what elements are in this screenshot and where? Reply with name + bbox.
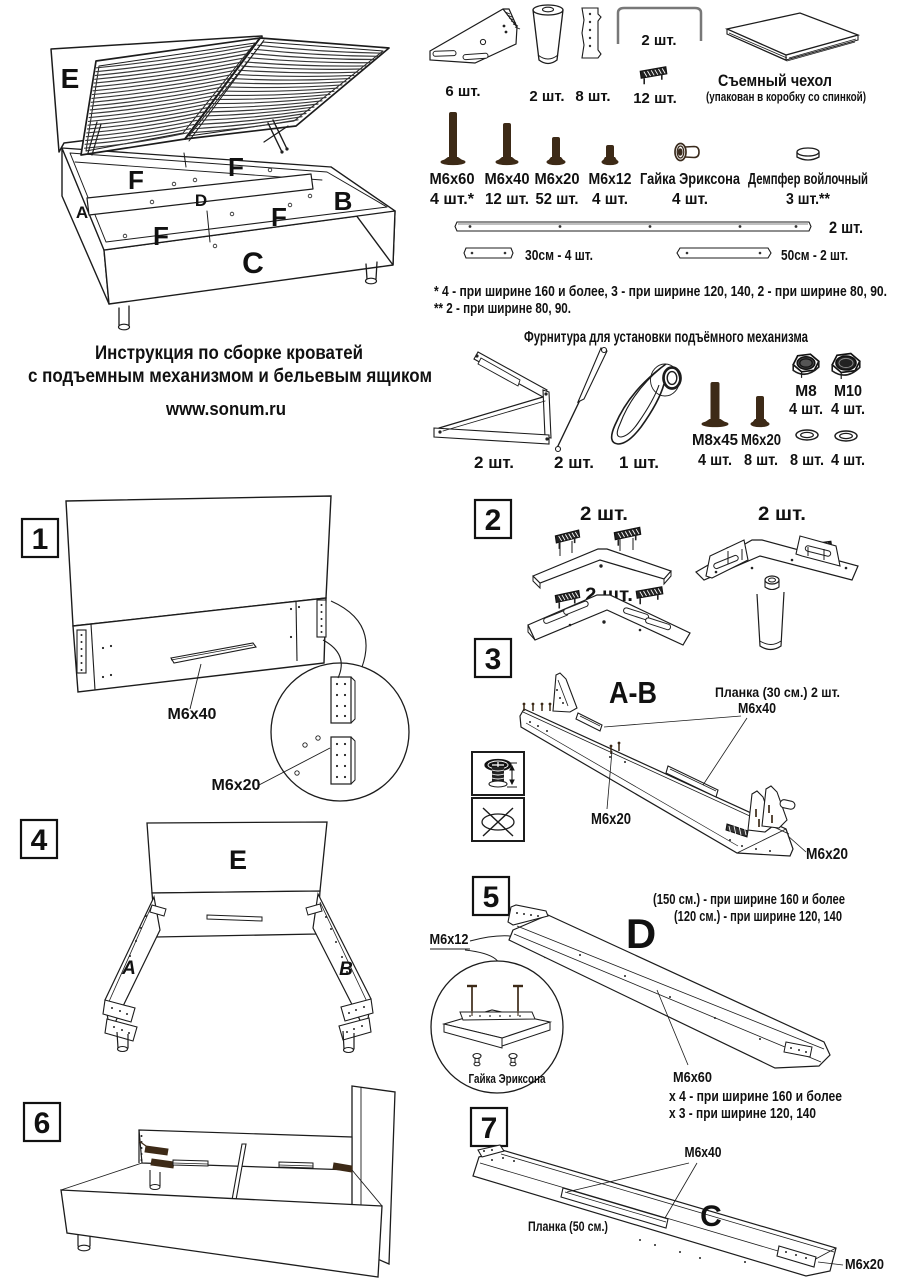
svg-text:F: F xyxy=(271,202,287,232)
svg-text:D: D xyxy=(626,910,656,957)
svg-text:B: B xyxy=(334,186,353,216)
svg-text:8 шт.: 8 шт. xyxy=(744,452,778,469)
svg-text:M6x60: M6x60 xyxy=(673,1069,712,1086)
svg-text:4 шт.: 4 шт. xyxy=(592,191,628,208)
svg-text:6 шт.: 6 шт. xyxy=(445,83,480,100)
svg-text:B: B xyxy=(339,959,353,980)
svg-text:М6х12: М6х12 xyxy=(589,171,632,188)
svg-text:4 шт.: 4 шт. xyxy=(698,452,732,469)
svg-text:M6x20: M6x20 xyxy=(741,432,781,449)
svg-text:М6х60: М6х60 xyxy=(430,171,475,188)
svg-text:4: 4 xyxy=(31,824,48,857)
svg-text:E: E xyxy=(229,845,247,875)
svg-text:А-В: А-В xyxy=(609,675,657,710)
svg-text:52 шт.: 52 шт. xyxy=(536,191,579,208)
svg-text:Фурнитура для установки подъём: Фурнитура для установки подъёмного механ… xyxy=(524,329,808,346)
svg-text:(120 см.) - при ширине 120, 14: (120 см.) - при ширине 120, 140 xyxy=(674,909,842,925)
svg-text:4 шт.: 4 шт. xyxy=(831,452,865,469)
svg-text:M6x20: M6x20 xyxy=(212,777,261,794)
svg-text:1: 1 xyxy=(32,523,49,556)
svg-text:х 4 - при ширине 160 и более: х 4 - при ширине 160 и более xyxy=(669,1089,842,1105)
svg-text:(150 см.) - при ширине 160 и б: (150 см.) - при ширине 160 и более xyxy=(653,892,845,908)
svg-text:М8: М8 xyxy=(795,383,817,400)
svg-text:(упакован в коробку со спинкой: (упакован в коробку со спинкой) xyxy=(706,90,866,104)
svg-text:4 шт.: 4 шт. xyxy=(789,401,823,418)
svg-text:Демпфер войлочный: Демпфер войлочный xyxy=(748,171,868,188)
svg-text:2 шт.: 2 шт. xyxy=(529,88,564,105)
svg-text:Гайка Эриксона: Гайка Эриксона xyxy=(640,171,740,188)
svg-text:M6x12: M6x12 xyxy=(430,931,469,948)
svg-text:** 2 - при ширине 80, 90.: ** 2 - при ширине 80, 90. xyxy=(434,301,571,317)
svg-text:2 шт.: 2 шт. xyxy=(641,32,676,49)
svg-text:с подъемным механизмом и белье: с подъемным механизмом и бельевым ящиком xyxy=(28,365,432,387)
svg-text:6: 6 xyxy=(34,1107,51,1140)
svg-text:50см - 2 шт.: 50см - 2 шт. xyxy=(781,247,848,264)
svg-text:2 шт.: 2 шт. xyxy=(580,504,628,525)
svg-text:М6х40: М6х40 xyxy=(485,171,530,188)
svg-text:1 шт.: 1 шт. xyxy=(619,453,659,472)
svg-text:C: C xyxy=(242,247,264,280)
svg-text:12 шт.: 12 шт. xyxy=(485,191,529,208)
svg-text:5: 5 xyxy=(483,881,500,914)
svg-text:2 шт.: 2 шт. xyxy=(554,453,594,472)
svg-text:F: F xyxy=(228,152,244,182)
svg-text:8 шт.: 8 шт. xyxy=(575,88,610,105)
svg-text:M6x20: M6x20 xyxy=(591,811,631,828)
svg-text:7: 7 xyxy=(481,1112,498,1145)
svg-text:12 шт.: 12 шт. xyxy=(633,90,677,107)
svg-text:М6х20: М6х20 xyxy=(845,1256,884,1273)
svg-text:4 шт.*: 4 шт.* xyxy=(430,191,475,208)
svg-text:M6x40: M6x40 xyxy=(738,700,776,717)
svg-text:M6x40: M6x40 xyxy=(685,1144,722,1161)
svg-text:C: C xyxy=(700,1200,722,1233)
svg-text:8 шт.: 8 шт. xyxy=(790,452,824,469)
svg-text:D: D xyxy=(195,191,207,210)
svg-text:М10: М10 xyxy=(834,383,862,400)
svg-text:3: 3 xyxy=(485,643,502,676)
svg-text:* 4 - при ширине 160 и более,: * 4 - при ширине 160 и более, 3 - при ши… xyxy=(434,284,887,300)
svg-text:F: F xyxy=(128,165,144,195)
svg-text:M6x40: M6x40 xyxy=(168,706,217,723)
svg-text:2 шт.: 2 шт. xyxy=(758,504,806,525)
svg-text:2 шт.: 2 шт. xyxy=(829,218,863,237)
svg-text:х 3 - при ширине 120, 140: х 3 - при ширине 120, 140 xyxy=(669,1106,816,1122)
svg-text:4 шт.: 4 шт. xyxy=(672,191,708,208)
svg-text:3 шт.**: 3 шт.** xyxy=(786,191,831,208)
svg-text:30см - 4 шт.: 30см - 4 шт. xyxy=(525,247,593,264)
svg-text:Планка (30 см.) 2 шт.: Планка (30 см.) 2 шт. xyxy=(715,684,840,700)
svg-text:www.sonum.ru: www.sonum.ru xyxy=(165,399,286,419)
svg-text:4 шт.: 4 шт. xyxy=(831,401,865,418)
svg-text:М6х20: М6х20 xyxy=(535,171,580,188)
svg-text:Инструкция по сборке кроватей: Инструкция по сборке кроватей xyxy=(95,342,363,364)
svg-text:2 шт.: 2 шт. xyxy=(474,453,514,472)
svg-text:Съемный чехол: Съемный чехол xyxy=(718,71,832,90)
svg-text:E: E xyxy=(61,63,80,94)
svg-text:F: F xyxy=(153,221,169,251)
svg-text:M8x45: M8x45 xyxy=(692,432,738,449)
svg-text:A: A xyxy=(76,203,88,222)
svg-text:Гайка Эриксона: Гайка Эриксона xyxy=(469,1072,547,1086)
svg-text:Планка (50 см.): Планка (50 см.) xyxy=(528,1219,608,1234)
svg-text:M6x20: M6x20 xyxy=(806,846,848,863)
svg-text:A: A xyxy=(121,958,136,979)
svg-text:2: 2 xyxy=(485,504,502,537)
